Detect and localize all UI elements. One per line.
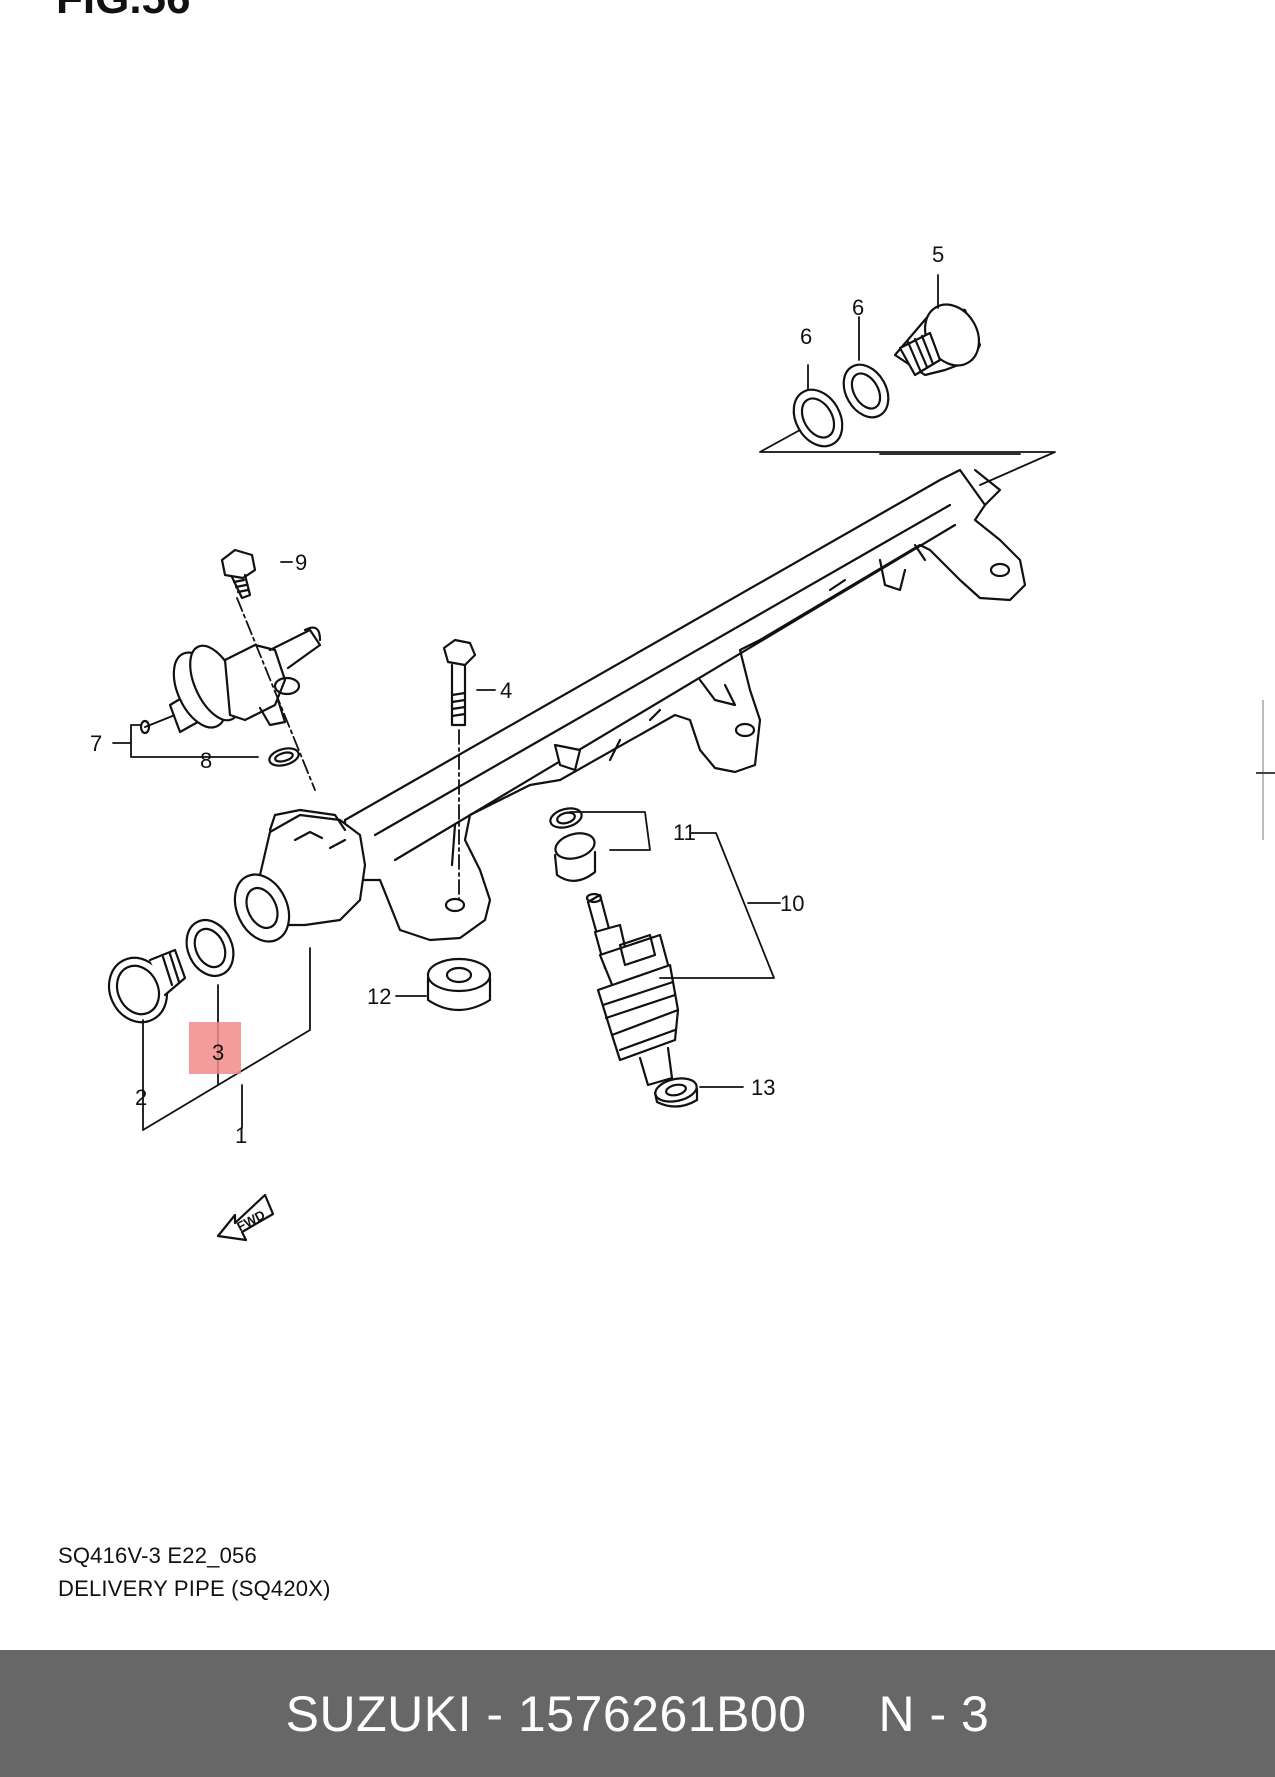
callout-5: 5	[932, 242, 944, 267]
edge-tick	[1256, 772, 1275, 774]
figure-title: FIG.56	[56, 0, 191, 24]
footer-position: N - 3	[878, 1685, 990, 1742]
callout-6-b: 6	[852, 295, 864, 320]
footer-separator: -	[471, 1685, 518, 1742]
diagram-code: SQ416V-3 E22_056	[58, 1543, 257, 1568]
fwd-arrow-icon	[216, 1193, 275, 1242]
part-13-cushion	[653, 1077, 699, 1108]
part-10-injector	[585, 892, 680, 1087]
callout-13: 13	[751, 1075, 775, 1100]
highlight-box	[189, 1022, 241, 1074]
fwd-label: FWD	[234, 1207, 267, 1234]
part-11-seals	[549, 807, 597, 882]
callout-8: 8	[200, 748, 212, 773]
callout-2: 2	[135, 1085, 147, 1110]
pipe-inlet-end	[233, 808, 367, 943]
part-9-bolt	[220, 548, 257, 600]
part-3-washer	[185, 919, 235, 977]
part-2-plug	[107, 948, 187, 1024]
parts-diagram: 5 6 6 9 4 7 8 11 10 12 3 13 2 1 FWD	[90, 242, 1056, 1242]
leader-lines	[112, 274, 1056, 1131]
callout-9: 9	[295, 550, 307, 575]
diagram-title: DELIVERY PIPE (SQ420X)	[58, 1576, 331, 1601]
part-7-pressure-regulator	[139, 626, 322, 735]
callout-1: 1	[235, 1123, 247, 1148]
footer-bar: SUZUKI - 1576261B00 N - 3	[0, 1650, 1275, 1777]
callout-12: 12	[367, 984, 391, 1009]
part-8-o-ring	[268, 747, 300, 767]
footer-brand: SUZUKI	[285, 1685, 472, 1742]
footer-part-number: 1576261B00	[517, 1685, 807, 1742]
callout-7: 7	[90, 731, 102, 756]
part-6-washer-b	[842, 363, 890, 419]
callout-11: 11	[673, 820, 696, 845]
part-5-plug-bolt	[893, 303, 982, 377]
part-12-grommet	[426, 957, 492, 1011]
footer-gap	[807, 1686, 879, 1742]
part-6-washer-a	[792, 388, 844, 448]
part-4-bolt	[442, 638, 477, 727]
callout-4: 4	[500, 678, 512, 703]
callout-6-a: 6	[800, 324, 812, 349]
footer-text: SUZUKI - 1576261B00 N - 3	[286, 1685, 990, 1743]
callout-3: 3	[212, 1040, 224, 1065]
edge-divider	[1262, 700, 1264, 840]
callout-10: 10	[780, 891, 804, 916]
delivery-pipe	[343, 468, 1027, 942]
